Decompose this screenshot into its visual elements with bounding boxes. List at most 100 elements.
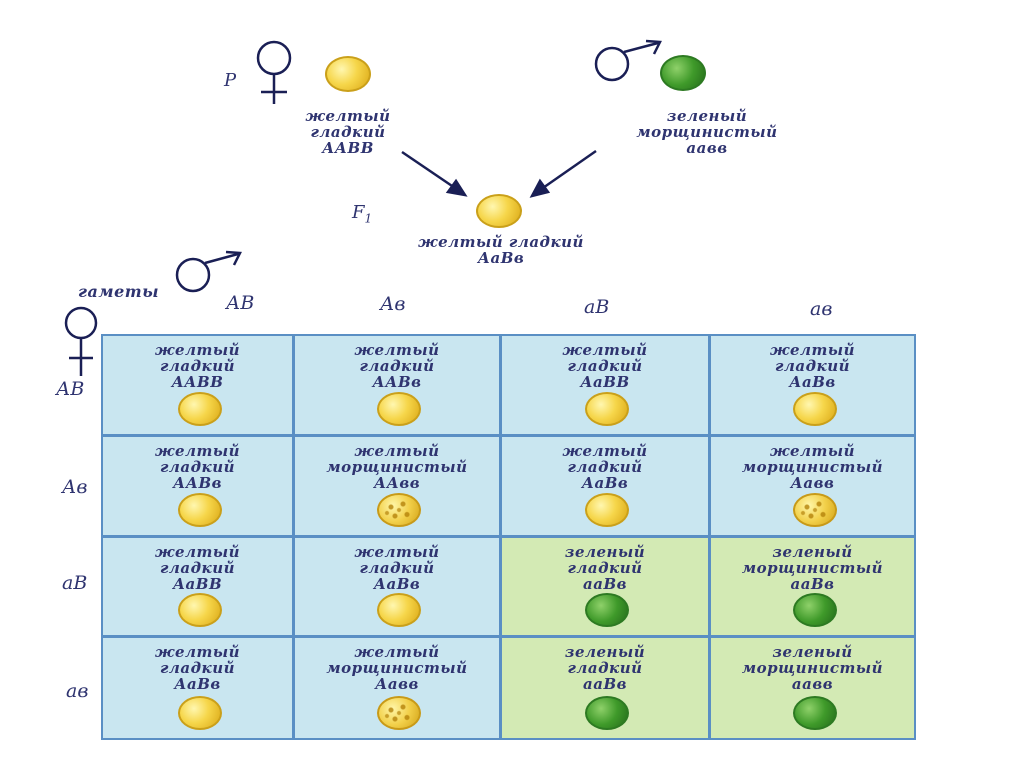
genotype: аавв — [686, 139, 728, 157]
female-gamete-2: Ав — [62, 476, 88, 498]
female-gamete-symbol-icon — [64, 306, 98, 376]
phenotype-color: зеленый — [772, 543, 853, 561]
f1-text: желтый гладкий АаВв — [396, 234, 606, 266]
genotype: ААВв — [173, 474, 222, 492]
genotype: Аавв — [790, 474, 835, 492]
arrow-left-icon — [401, 150, 468, 197]
male-gamete-3: аВ — [584, 296, 610, 318]
yellow-pea — [178, 696, 222, 730]
phenotype-color: желтый — [562, 442, 648, 460]
f1-label: F1 — [352, 202, 372, 226]
parent-generation-label: P — [224, 70, 237, 91]
genotype: АаВВ — [172, 575, 223, 593]
phenotype-color: желтый — [354, 442, 440, 460]
phenotype-color: зеленый — [666, 107, 748, 125]
wrinkled-pea — [377, 696, 421, 730]
phenotype-color: желтый — [154, 643, 241, 661]
genotype: Аавв — [375, 675, 419, 693]
yellow-pea — [793, 392, 837, 426]
phenotype-shape: гладкий — [159, 357, 236, 375]
genotype: АаВВ — [580, 373, 630, 391]
genotype: ААВВ — [171, 373, 224, 391]
f1-phenotype: желтый гладкий — [418, 233, 584, 251]
genotype: аавв — [791, 675, 834, 693]
genotype: ааВв — [790, 575, 835, 593]
yellow-pea — [377, 593, 421, 627]
wrinkled-pea — [377, 493, 421, 527]
phenotype-color: зеленый — [564, 543, 646, 561]
green-pea — [793, 696, 837, 730]
genotype: ааВв — [583, 575, 627, 593]
phenotype-color: желтый — [354, 643, 440, 661]
yellow-pea — [178, 493, 222, 527]
phenotype-shape: гладкий — [774, 357, 851, 375]
female-parent-label: желтый гладкий ААВВ — [290, 108, 406, 156]
female-gamete-3: аВ — [62, 572, 88, 594]
phenotype-shape: гладкий — [310, 123, 386, 141]
phenotype-shape: гладкий — [567, 458, 643, 476]
male-gamete-symbol-icon — [175, 250, 242, 293]
f1-letter: F — [352, 202, 365, 223]
genotype: АаВв — [789, 373, 836, 391]
phenotype-shape: морщинистый — [741, 559, 884, 577]
phenotype-color: желтый — [154, 341, 241, 359]
phenotype-shape: морщинистый — [741, 659, 884, 677]
genotype: ААВВ — [322, 139, 374, 157]
wrinkled-pea — [793, 493, 837, 527]
genotype: ААВв — [372, 373, 422, 391]
f1-pea — [476, 194, 522, 228]
genotype: ААвв — [373, 474, 421, 492]
phenotype-shape: морщинистый — [326, 659, 468, 677]
male-gamete-2: Ав — [380, 293, 406, 315]
male-parent-pea — [660, 55, 706, 91]
genotype: АаВв — [581, 474, 629, 492]
female-parent-pea — [325, 56, 371, 92]
phenotype-shape: гладкий — [159, 559, 236, 577]
genotype: АаВв — [373, 575, 421, 593]
cross-diagram — [175, 39, 662, 293]
phenotype-color: желтый — [154, 543, 241, 561]
phenotype-color: желтый — [562, 341, 648, 359]
phenotype-color: зеленый — [564, 643, 646, 661]
genotype: АаВв — [174, 675, 221, 693]
female-symbol-icon — [256, 40, 292, 104]
phenotype-shape: морщинистый — [636, 123, 778, 141]
phenotype-color: желтый — [305, 107, 391, 125]
female-gamete-1: АВ — [56, 378, 85, 400]
yellow-pea — [585, 392, 629, 426]
phenotype-shape: гладкий — [567, 659, 643, 677]
male-gamete-4: ав — [810, 298, 833, 320]
phenotype-color: желтый — [354, 543, 440, 561]
phenotype-shape: гладкий — [567, 357, 643, 375]
yellow-pea — [178, 392, 222, 426]
phenotype-shape: гладкий — [359, 559, 435, 577]
yellow-pea — [585, 493, 629, 527]
yellow-pea — [178, 593, 222, 627]
female-gamete-4: ав — [66, 680, 89, 702]
